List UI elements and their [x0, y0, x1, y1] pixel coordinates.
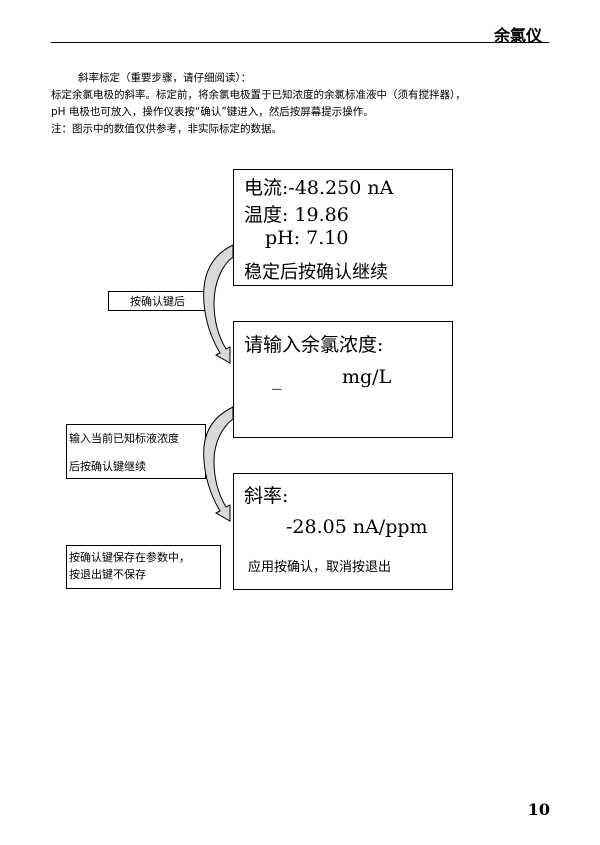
note-save-or-exit: 按确认键保存在参数中， 按退出键不保存 — [66, 545, 221, 589]
note-enter-concentration-line-1: 输入当前已知标液浓度 — [69, 432, 179, 445]
curved-arrow-icon — [203, 406, 234, 522]
note-save-or-exit-line-2: 按退出键不保存 — [69, 568, 146, 581]
temperature-readout: 温度: 19.86 — [244, 204, 349, 226]
ph-readout: pH: 7.10 — [265, 227, 349, 249]
apply-prompt: 应用按确认，取消按退出 — [248, 560, 392, 575]
display-screen-input: 请输入余氯浓度: _ mg/L — [233, 321, 453, 438]
curved-arrow-icon — [203, 244, 234, 364]
page-number: 10 — [527, 800, 550, 819]
header-title: 余氯仪 — [493, 26, 542, 45]
slope-title: 斜率: — [244, 485, 289, 507]
note-after-confirm-text: 按确认键后 — [130, 295, 185, 308]
slope-value: -28.05 nA/ppm — [286, 516, 428, 538]
intro-line-4: 注：图示中的数值仅供参考，非实际标定的数据。 — [51, 123, 282, 135]
continue-prompt: 稳定后按确认继续 — [244, 262, 388, 283]
intro-text: 斜率标定（重要步骤，请仔细阅读）： 标定余氯电极的斜率。标定前，将余氯电极置于已… — [51, 68, 561, 139]
intro-line-2: 标定余氯电极的斜率。标定前，将余氯电极置于已知浓度的余氯标准液中（须有搅拌器）， — [51, 89, 466, 101]
intro-line-3: pH 电极也可放入，操作仪表按“确认”键进入，然后按屏幕提示操作。 — [51, 106, 374, 118]
note-save-or-exit-line-1: 按确认键保存在参数中， — [69, 551, 190, 564]
display-screen-measure: 电流:-48.250 nA 温度: 19.86 pH: 7.10 稳定后按确认继… — [233, 169, 453, 286]
concentration-prompt: 请输入余氯浓度: — [244, 334, 384, 356]
concentration-unit: mg/L — [342, 366, 392, 388]
note-enter-concentration-line-2: 后按确认键继续 — [69, 460, 146, 473]
display-screen-slope: 斜率: -28.05 nA/ppm 应用按确认，取消按退出 — [233, 473, 453, 590]
current-readout: 电流:-48.250 nA — [244, 177, 394, 199]
note-enter-concentration: 输入当前已知标液浓度 后按确认键继续 — [66, 424, 206, 479]
header-rule — [51, 42, 549, 43]
intro-line-1: 斜率标定（重要步骤，请仔细阅读）： — [78, 72, 252, 84]
note-after-confirm: 按确认键后 — [108, 291, 207, 311]
input-cursor: _ — [272, 368, 282, 390]
